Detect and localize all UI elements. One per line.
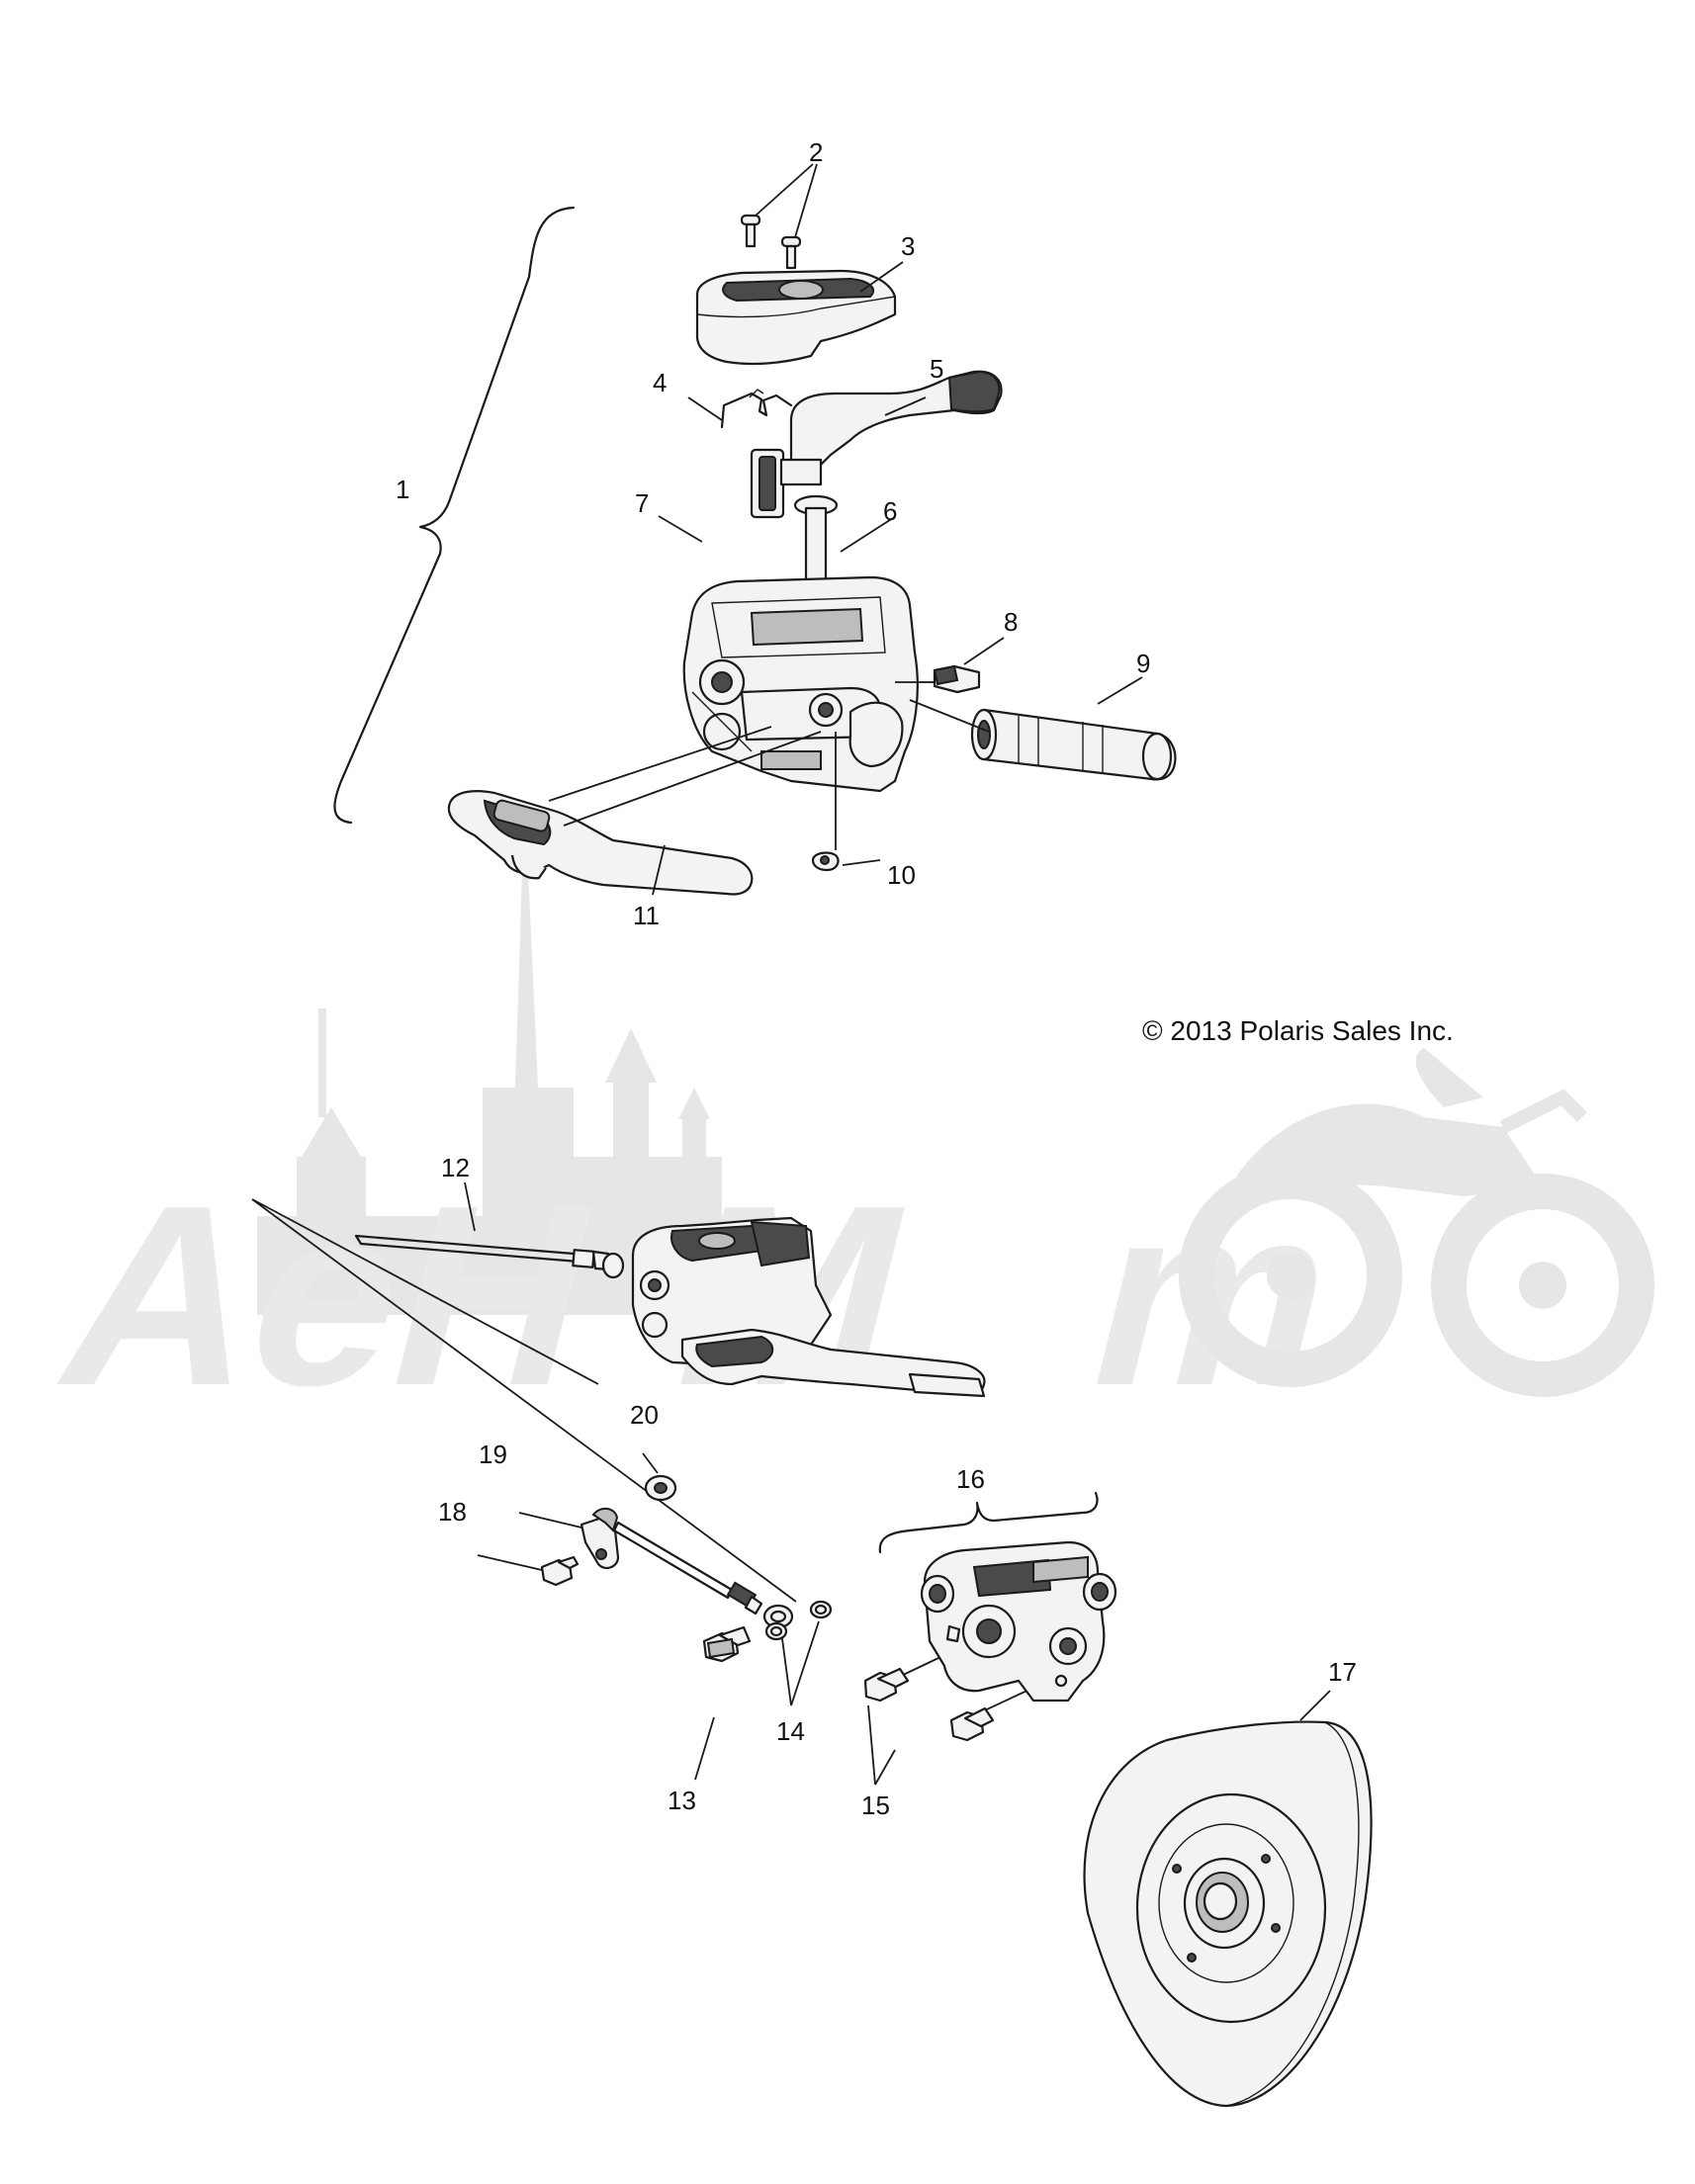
callout-label-2: 2 [809, 137, 823, 167]
brake-hose [612, 1521, 794, 1629]
callout-label-11: 11 [633, 901, 660, 930]
brace-group-1 [333, 206, 576, 825]
caliper-bolts-part-15 [863, 1667, 995, 1742]
screw-part-2 [740, 214, 802, 270]
brake-disc-part-17 [1083, 1720, 1373, 2108]
clamp-part-19 [580, 1507, 620, 1570]
callout-label-7: 7 [635, 488, 649, 518]
leader-lines-upper [548, 163, 1143, 896]
parking-lever-part-5 [750, 370, 1003, 519]
brake-switch-part-8 [920, 664, 981, 694]
callout-label-20: 20 [630, 1400, 659, 1430]
callout-label-1: 1 [396, 475, 409, 504]
assembled-master-cylinder [631, 1216, 986, 1398]
callout-label-18: 18 [438, 1497, 467, 1527]
e-clip-part-10 [811, 851, 840, 872]
callout-label-10: 10 [887, 860, 916, 890]
callout-label-4: 4 [653, 368, 667, 397]
master-cylinder-body-part-7 [682, 575, 919, 793]
callout-label-16: 16 [956, 1464, 985, 1494]
callout-label-13: 13 [668, 1786, 696, 1815]
callout-label-9: 9 [1136, 649, 1150, 678]
banjo-bolt-part-13 [702, 1625, 752, 1663]
reservoir-cover-part-3 [695, 269, 897, 366]
brake-lever-part-11 [447, 790, 754, 896]
washers-part-14 [764, 1600, 833, 1641]
svg-text:AeH: AeH [37, 1152, 623, 1440]
callout-label-14: 14 [776, 1716, 805, 1746]
motorcycle-silhouette-icon [1179, 1048, 1654, 1397]
callout-label-8: 8 [1004, 607, 1018, 637]
callout-label-15: 15 [861, 1791, 890, 1820]
callout-label-6: 6 [883, 496, 897, 526]
caliper-part-16 [920, 1540, 1117, 1703]
callout-label-19: 19 [479, 1440, 507, 1469]
grip-tube-part-9 [970, 708, 1177, 781]
callout-label-3: 3 [901, 231, 915, 261]
bolt-part-18 [540, 1555, 580, 1587]
callout-label-17: 17 [1328, 1657, 1357, 1687]
nut-part-20 [644, 1474, 677, 1502]
copyright-notice: © 2013 Polaris Sales Inc. [1142, 1015, 1454, 1046]
callout-label-12: 12 [441, 1153, 470, 1182]
brace-group-16 [878, 1491, 1099, 1554]
callout-label-5: 5 [930, 354, 943, 384]
spring-part-4 [720, 389, 793, 429]
brake-line-part-12 [354, 1234, 625, 1279]
